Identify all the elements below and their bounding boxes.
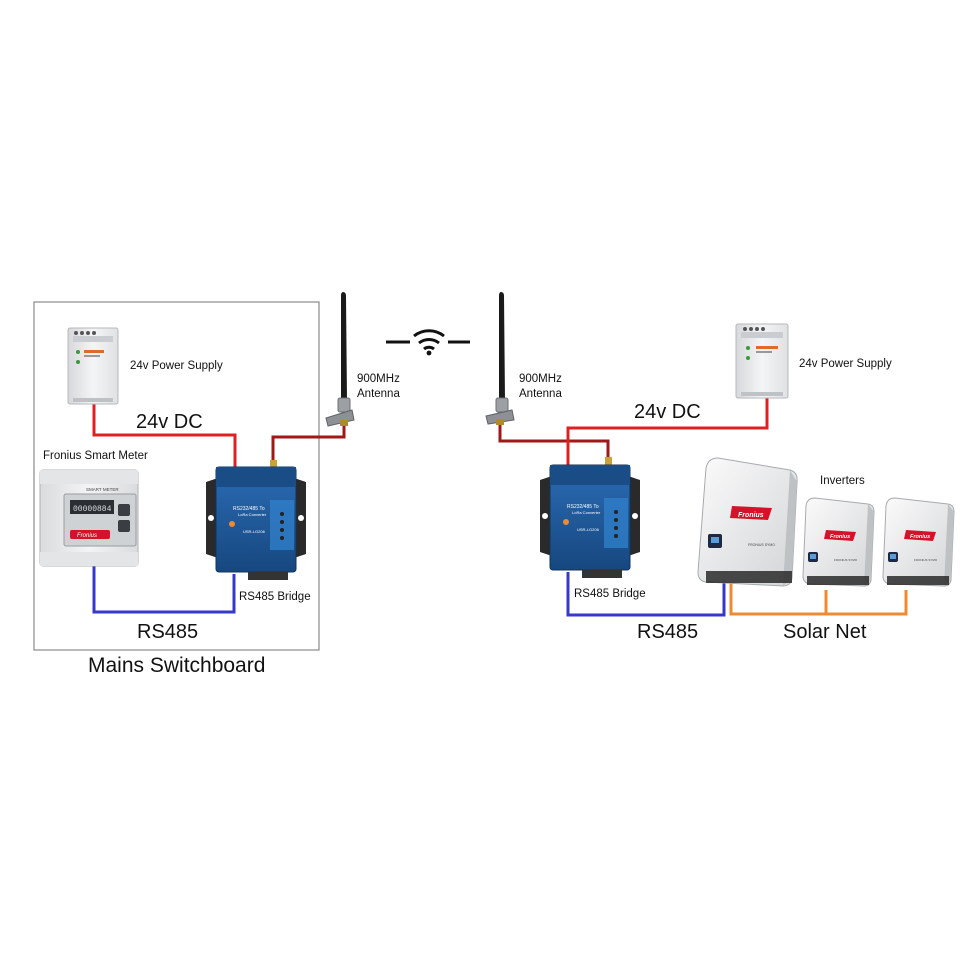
switchboard-boundary: [33, 301, 320, 651]
label-inverters: Inverters: [820, 475, 865, 487]
inverter-main: [697, 457, 798, 587]
label-bridge-left: RS485 Bridge: [239, 591, 311, 603]
inverter-second-brand: Fronius: [830, 534, 850, 540]
wireless-link-icon: [386, 329, 470, 356]
rs485-bridge-left: [206, 460, 306, 580]
converter-right-line1: RS232/485 To: [567, 504, 599, 510]
power-supply-right: [735, 323, 789, 399]
label-smart-meter: Fronius Smart Meter: [43, 450, 148, 462]
antenna-right: [485, 292, 515, 425]
converter-left-model: USR-LG206: [243, 529, 266, 534]
label-dc-right: 24v DC: [634, 401, 701, 423]
converter-left-line1: RS232/485 To: [233, 506, 265, 512]
converter-right-model: USR-LG206: [577, 527, 600, 532]
label-antenna-right-1: 900MHz: [519, 373, 562, 385]
inverter-main-model: FRONIUS SYMO: [748, 543, 775, 547]
inverter-third-model: FRONIUS SYMO: [914, 558, 938, 562]
inverter-main-brand: Fronius: [738, 512, 764, 519]
solar-net-wire: [729, 580, 908, 616]
label-antenna-left-2: Antenna: [357, 388, 400, 400]
power-wire-right: [566, 398, 769, 465]
meter-heading-text: SMART METER: [86, 487, 119, 492]
label-power-supply-left: 24v Power Supply: [130, 360, 223, 372]
label-bridge-right: RS485 Bridge: [574, 588, 646, 600]
inverter-third-brand: Fronius: [910, 534, 930, 540]
rs485-wire-left: [92, 566, 236, 614]
label-rs485-right: RS485: [637, 621, 699, 643]
label-solar-net: Solar Net: [783, 621, 867, 643]
label-dc-left: 24v DC: [136, 411, 203, 433]
inverter-second-model: FRONIUS SYMO: [834, 558, 858, 562]
inverter-third: [882, 497, 955, 587]
rs485-wire-right: [566, 572, 726, 617]
smart-meter: [39, 469, 139, 567]
label-antenna-right-2: Antenna: [519, 388, 562, 400]
meter-reading-text: 00000884: [73, 505, 112, 514]
label-switchboard: Mains Switchboard: [88, 654, 266, 677]
label-antenna-left-1: 900MHz: [357, 373, 400, 385]
power-supply-left: [67, 327, 119, 405]
antenna-cable-right: [498, 422, 610, 465]
power-wire-left: [92, 404, 237, 468]
antenna-cable-left: [271, 422, 346, 468]
meter-brand-text: Fronius: [77, 533, 97, 539]
converter-left-line2: LoRa Converter: [238, 512, 267, 517]
label-power-supply-right: 24v Power Supply: [799, 358, 892, 370]
converter-right-line2: LoRa Converter: [572, 510, 601, 515]
antenna-left: [325, 292, 355, 427]
inverter-second: [802, 497, 875, 587]
rs485-bridge-right: [540, 457, 640, 578]
label-rs485-left: RS485: [137, 621, 199, 643]
